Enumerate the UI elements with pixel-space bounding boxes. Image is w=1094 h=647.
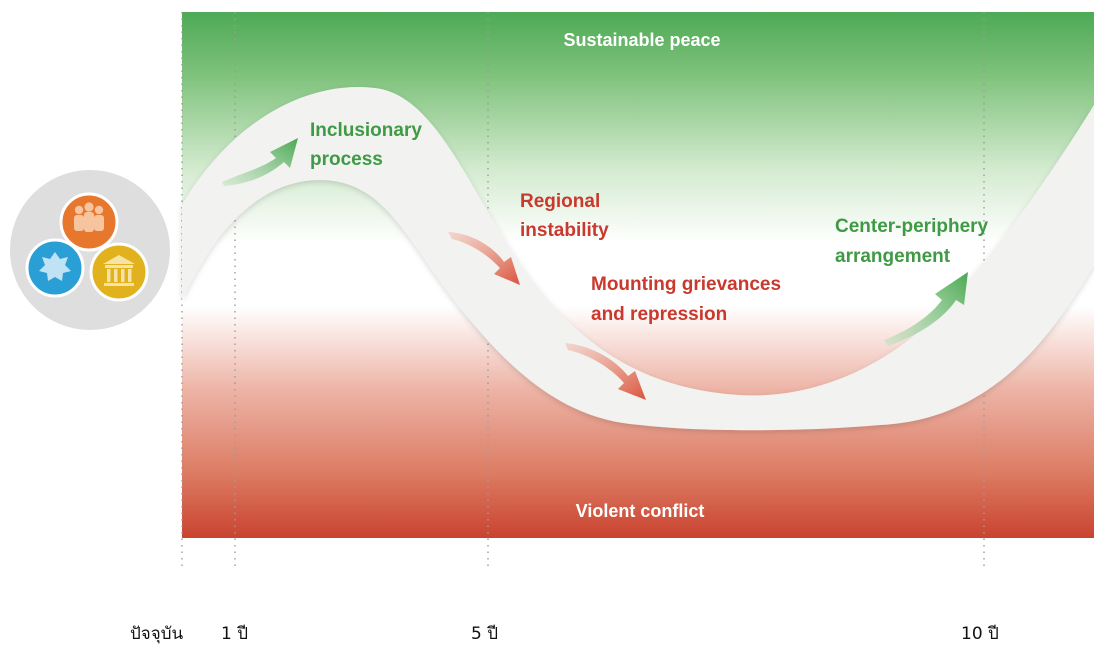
people-icon [59,192,119,252]
stage-regional-label: Regional instability [520,191,609,241]
stage-inclusionary-line-2: process [310,149,383,170]
stage-mounting-label: Mounting grievances and repression [591,274,786,325]
arrow-up-center-icon [884,272,968,346]
stage-center-label: Center-periphery arrangement [835,216,993,267]
institution-icon [89,242,149,302]
timeline-label-10-years: 10 ปี [961,624,999,644]
sustainable-peace-label: Sustainable peace [563,30,720,50]
stage-mounting-line-2: and repression [591,304,727,325]
stage-regional-line-2: instability [520,220,609,241]
timeline-label-5-years: 5 ปี [471,624,499,644]
actors-badge [10,170,170,330]
stage-mounting-line-1: Mounting grievances [591,274,781,295]
stage-inclusionary-label: Inclusionary process [310,120,427,170]
trajectory-ribbon [182,86,1094,431]
arrow-down-mounting-icon [565,343,646,400]
stage-center-line-2: arrangement [835,246,951,267]
arrow-down-regional-icon [448,232,520,285]
arrow-up-inclusionary-icon [222,138,298,186]
timeline-label-1-year: 1 ปี [221,624,249,644]
stage-inclusionary-line-1: Inclusionary [310,120,422,141]
star-icon [25,238,85,298]
stage-regional-line-1: Regional [520,191,600,212]
violent-conflict-label: Violent conflict [576,501,705,521]
stage-center-line-1: Center-periphery [835,216,989,237]
timeline-label-present: ปัจจุบัน [130,624,184,644]
